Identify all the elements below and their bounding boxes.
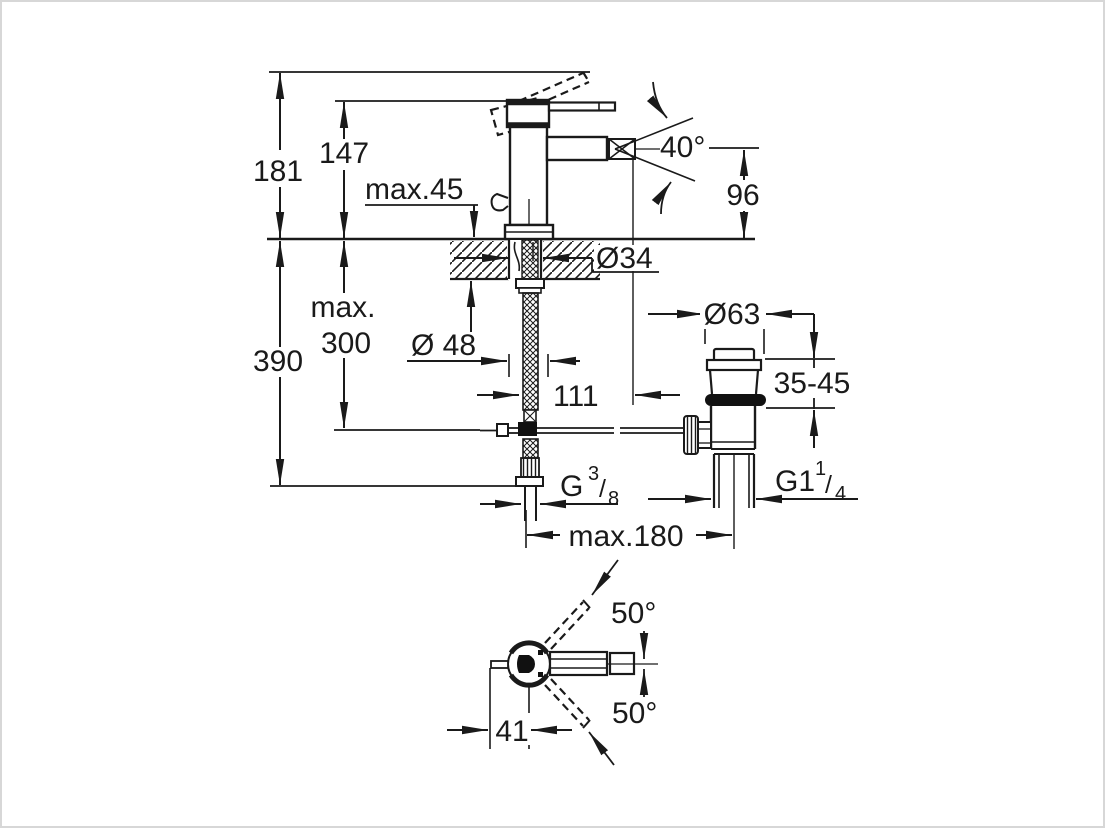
braided-hose-lower <box>522 438 539 459</box>
dim-spray-angle-label: 40° <box>660 131 705 164</box>
dim-waste-flange-diameter: Ø63 <box>648 298 814 354</box>
popup-waste-valve <box>683 347 766 549</box>
dimensions: 181 147 max.45 390 max. <box>250 73 858 766</box>
front-view <box>267 71 759 521</box>
waste-thread-g: G1 <box>775 465 815 498</box>
dim-supply-thread: G 3 / 8 <box>480 463 619 510</box>
dim-swing-down: 50° <box>588 669 657 766</box>
handle-swing-dashed <box>544 601 590 727</box>
spout <box>545 135 609 162</box>
dim-hose-length-label-2: 300 <box>321 327 371 360</box>
rod-joint <box>518 422 537 436</box>
lever-top-view <box>548 650 609 677</box>
dim-spout-height-label: 96 <box>726 179 759 212</box>
waste-flange <box>705 394 766 406</box>
waste-tailpipe <box>712 454 756 549</box>
dim-hose-length-label-1: max. <box>310 291 375 324</box>
dim-max-centre-distance-label: max.180 <box>568 520 683 553</box>
waste-knurled-knob <box>683 415 699 455</box>
threaded-shank <box>521 239 539 282</box>
popup-rod-knob <box>490 192 509 212</box>
dim-spout-reach-label: 111 <box>553 380 599 413</box>
dim-waste-deck-range: 35-45 <box>765 314 856 448</box>
faucet-body <box>490 98 636 241</box>
popup-rod <box>480 423 684 437</box>
dim-max-centre-distance: max.180 <box>525 510 732 553</box>
dim-waste-thread: G1 1 / 4 <box>648 458 858 505</box>
cartridge-opening <box>517 655 535 673</box>
dim-body-height-label: 147 <box>319 137 369 170</box>
braided-hose-upper <box>522 292 539 411</box>
dim-max-deck-thickness: max.45 <box>365 173 479 332</box>
dim-spout-reach: 111 <box>477 380 680 413</box>
dim-shank-diameter-label: Ø34 <box>596 242 653 275</box>
mounting-nut <box>515 278 545 289</box>
dim-body-diameter-label: Ø 48 <box>411 329 476 362</box>
dim-body-diameter: Ø 48 <box>407 329 580 377</box>
dim-shank-diameter: Ø34 <box>454 242 659 275</box>
dim-spout-height: 96 <box>723 150 763 238</box>
waste-thread-slash: / <box>825 471 832 499</box>
dim-total-depth: 390 <box>250 241 306 485</box>
supply-thread-slash: / <box>599 475 606 503</box>
dim-swing-down-label: 50° <box>612 697 657 730</box>
lever-handle <box>547 101 617 112</box>
hose-knurled-fitting <box>520 457 540 478</box>
supply-thread-g: G <box>560 470 583 503</box>
supply-thread-numerator: 3 <box>588 463 599 485</box>
supply-thread-denominator: 8 <box>608 488 619 510</box>
dim-max-deck-label: max.45 <box>365 173 463 206</box>
dim-total-height: 181 <box>252 73 304 238</box>
dim-total-depth-label: 390 <box>253 345 303 378</box>
dim-waste-flange-label: Ø63 <box>704 298 761 331</box>
dim-handle-pin-offset: 41 <box>447 668 572 749</box>
waste-thread-numerator: 1 <box>815 458 826 480</box>
dim-spray-angle: 40° <box>614 81 705 215</box>
top-view <box>490 599 658 729</box>
rod-pin-top-view <box>490 660 509 669</box>
dim-total-height-label: 181 <box>253 155 303 188</box>
dim-hose-length: max. 300 <box>310 241 376 428</box>
dim-waste-deck-range-label: 35-45 <box>774 367 851 400</box>
dim-swing-up-label: 50° <box>611 597 656 630</box>
dim-swing-up: 50° <box>591 559 656 659</box>
supply-hose <box>515 292 544 521</box>
counter-section-hatch <box>450 241 600 281</box>
dim-handle-pin-offset-label: 41 <box>495 715 528 748</box>
waste-thread-denominator: 4 <box>835 483 846 505</box>
hose-nut <box>515 476 544 487</box>
mounting-shank <box>507 239 545 294</box>
dim-body-height: 147 <box>318 102 372 238</box>
